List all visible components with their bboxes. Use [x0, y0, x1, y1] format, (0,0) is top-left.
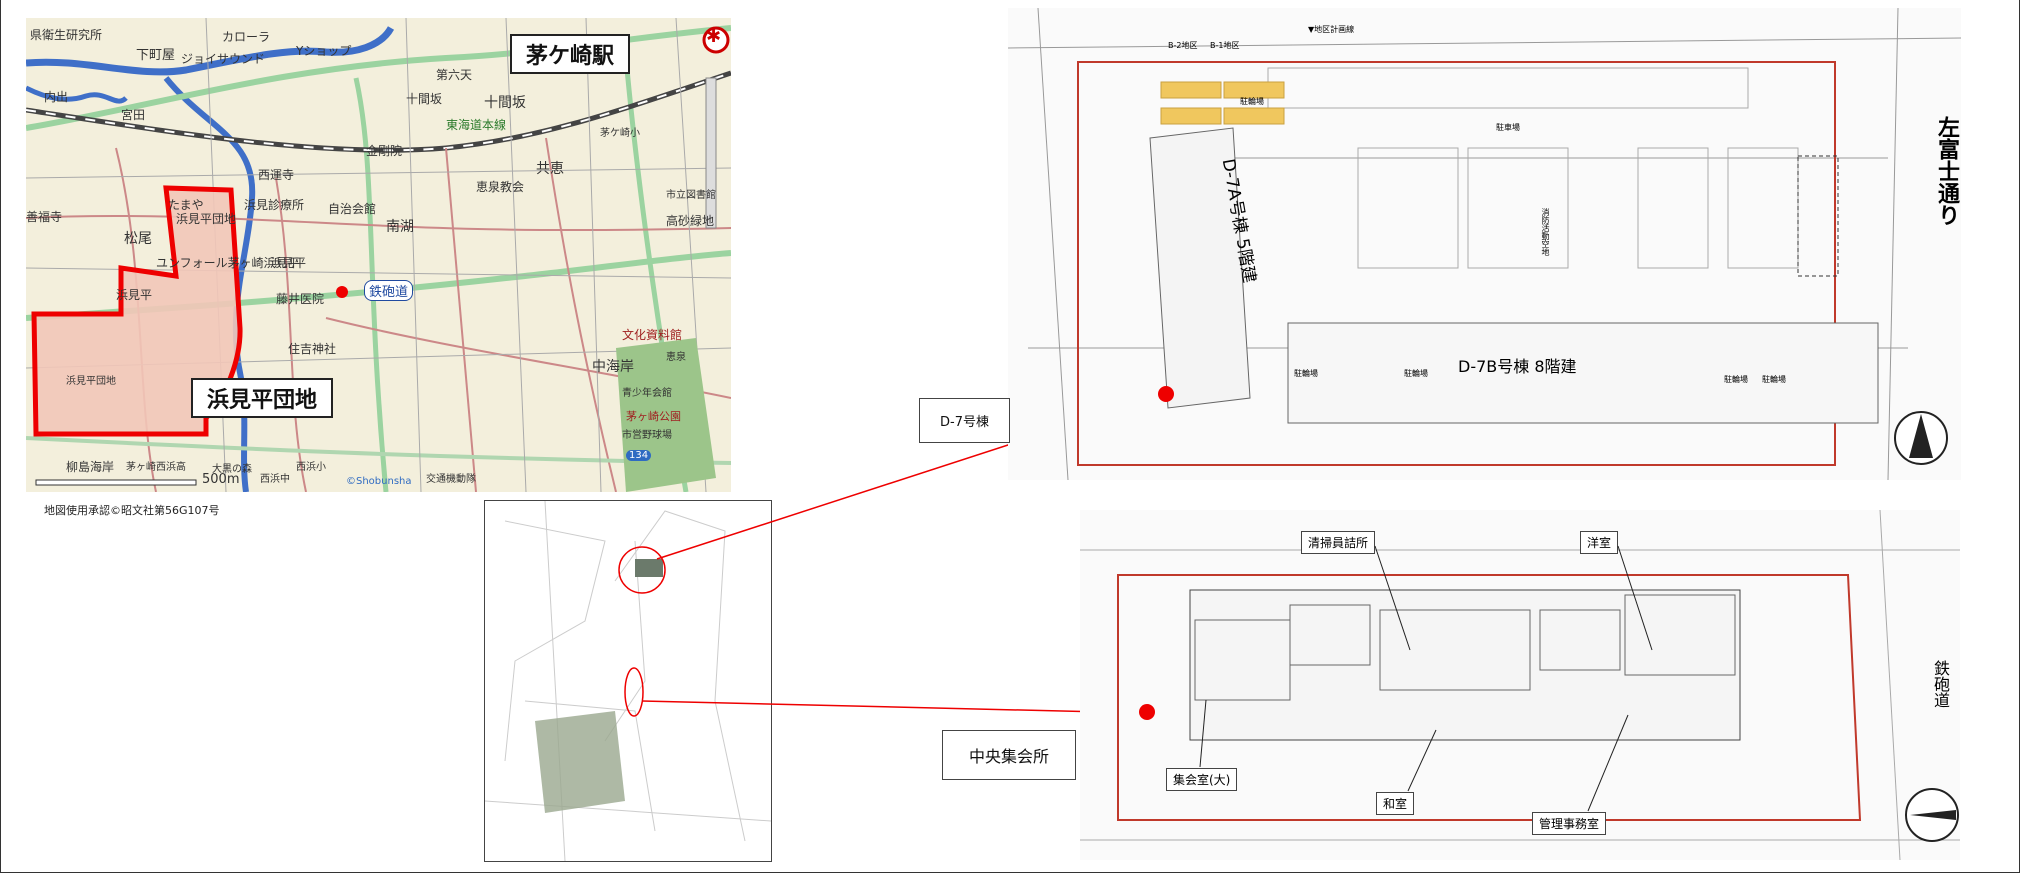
map-place-label: 大黒の森 [212, 464, 252, 475]
map-place-label: 恵泉 [666, 352, 686, 363]
map-place-label: 西運寺 [258, 168, 295, 182]
map-road-label: 鉄砲道 [364, 280, 414, 301]
map-place-label: 下町屋 [136, 48, 176, 63]
map-place-label: Yショップ [296, 44, 352, 58]
central-hall-plan: 鉄砲道 [1080, 510, 1960, 860]
map-place-label: 恵泉教会 [476, 180, 525, 194]
map-place-label: ジョイサウンド [181, 52, 266, 66]
map-place-label: 共恵 [536, 161, 564, 177]
map-place-label: 浜見平 [270, 256, 307, 270]
map-place-label: 第六天 [436, 68, 473, 82]
map-place-label: 浜見平団地 [176, 212, 237, 226]
map-place-label: 内出 [44, 90, 69, 104]
room-tag: 和室 [1376, 792, 1415, 815]
plan-label: B-1地区 [1210, 41, 1240, 50]
map-place-label: 南湖 [386, 219, 414, 235]
map-copyright: ©Shobunsha [346, 476, 412, 487]
d7-callout: D-7号棟 [919, 398, 1010, 443]
map-place-label: 東海道本線 [446, 118, 507, 132]
map-place-label: 柳島海岸 [66, 460, 115, 474]
room-tag: 清掃員詰所 [1301, 531, 1376, 554]
map-place-label: 茅ヶ崎西浜高 [126, 462, 186, 473]
route-number-badge: 134 [626, 450, 652, 461]
map-place-label: 県衛生研究所 [30, 28, 103, 42]
plan-label: 駐輪場 [1294, 369, 1318, 378]
building-b-label: D-7B号棟 8階建 [1458, 357, 1577, 376]
scale-label: 500m [202, 472, 240, 487]
location-map[interactable]: 県衛生研究所 下町屋 ジョイサウンド カローラ Yショップ 内出 宮田 第六天 … [26, 18, 731, 492]
map-place-label: 宮田 [121, 108, 146, 122]
map-place-label: 十間坂 [406, 92, 443, 106]
map-place-label: 自治会館 [328, 202, 377, 216]
map-place-label: 文化資料館 [622, 328, 683, 342]
map-place-label: 善福寺 [26, 210, 63, 224]
map-place-label: ユンフォール茅ヶ崎浜見平 [156, 256, 300, 270]
map-place-label: 住吉神社 [288, 342, 337, 356]
plan-label: 駐輪場 [1762, 375, 1786, 384]
map-place-label: 金剛院 [366, 144, 403, 158]
room-tag: 集会室(大) [1166, 768, 1238, 791]
plan-label: B-2地区 [1168, 41, 1198, 50]
map-place-label: 西浜中 [260, 474, 290, 485]
map-place-label: 青少年会館 [622, 388, 672, 399]
map-place-label: 西浜小 [296, 462, 326, 473]
map-place-label: 高砂緑地 [666, 214, 715, 228]
map-place-label: 中海岸 [592, 359, 634, 375]
street-label: 鉄砲道 [1931, 660, 1950, 708]
room-tag: 洋室 [1580, 531, 1619, 554]
map-place-label: 交通機動隊 [426, 474, 476, 485]
map-credit: 地図使用承認©昭文社第56G107号 [44, 504, 220, 517]
map-place-label: 浜見平団地 [66, 376, 116, 387]
site-plan-drawing [485, 501, 771, 861]
map-place-label: 市立図書館 [666, 190, 716, 201]
map-place-label: 浜見診療所 [244, 198, 305, 212]
map-place-label: カローラ [222, 30, 271, 44]
plan-label: 駐輪場 [1404, 369, 1428, 378]
plan-label: 駐輪場 [1724, 375, 1748, 384]
map-place-label: 茅ケ崎小 [600, 128, 640, 139]
compass-icon[interactable]: ✱ [706, 26, 722, 47]
central-hall-drawing [1080, 510, 1960, 860]
map-place-label: 十間坂 [484, 95, 526, 111]
street-label: 左富士通り [1934, 116, 1959, 226]
map-place-label: たまや [168, 198, 204, 212]
map-place-label: 茅ヶ崎公園 [626, 410, 681, 423]
site-plan [484, 500, 772, 862]
station-label: 茅ケ崎駅 [510, 34, 631, 74]
plan-label: 消防活動空地 [1541, 208, 1550, 256]
map-place-label: 藤井医院 [276, 292, 325, 306]
area-label: 浜見平団地 [191, 378, 334, 418]
d7-building-plan: D-7A号棟 5階建 D-7B号棟 8階建 左富士通り 駐輪場 駐輪場 駐車場 … [1008, 8, 1961, 480]
plan-label: ▼地区計画線 [1308, 25, 1355, 34]
map-place-label: 松尾 [124, 231, 152, 247]
central-hall-callout: 中央集会所 [942, 730, 1077, 780]
map-place-label: 浜見平 [116, 288, 153, 302]
plan-label: 駐車場 [1496, 123, 1520, 132]
map-place-label: 市営野球場 [622, 430, 672, 441]
room-tag: 管理事務室 [1532, 812, 1607, 835]
d7-plan-drawing [1008, 8, 1961, 480]
plan-label: 駐輪場 [1240, 97, 1264, 106]
